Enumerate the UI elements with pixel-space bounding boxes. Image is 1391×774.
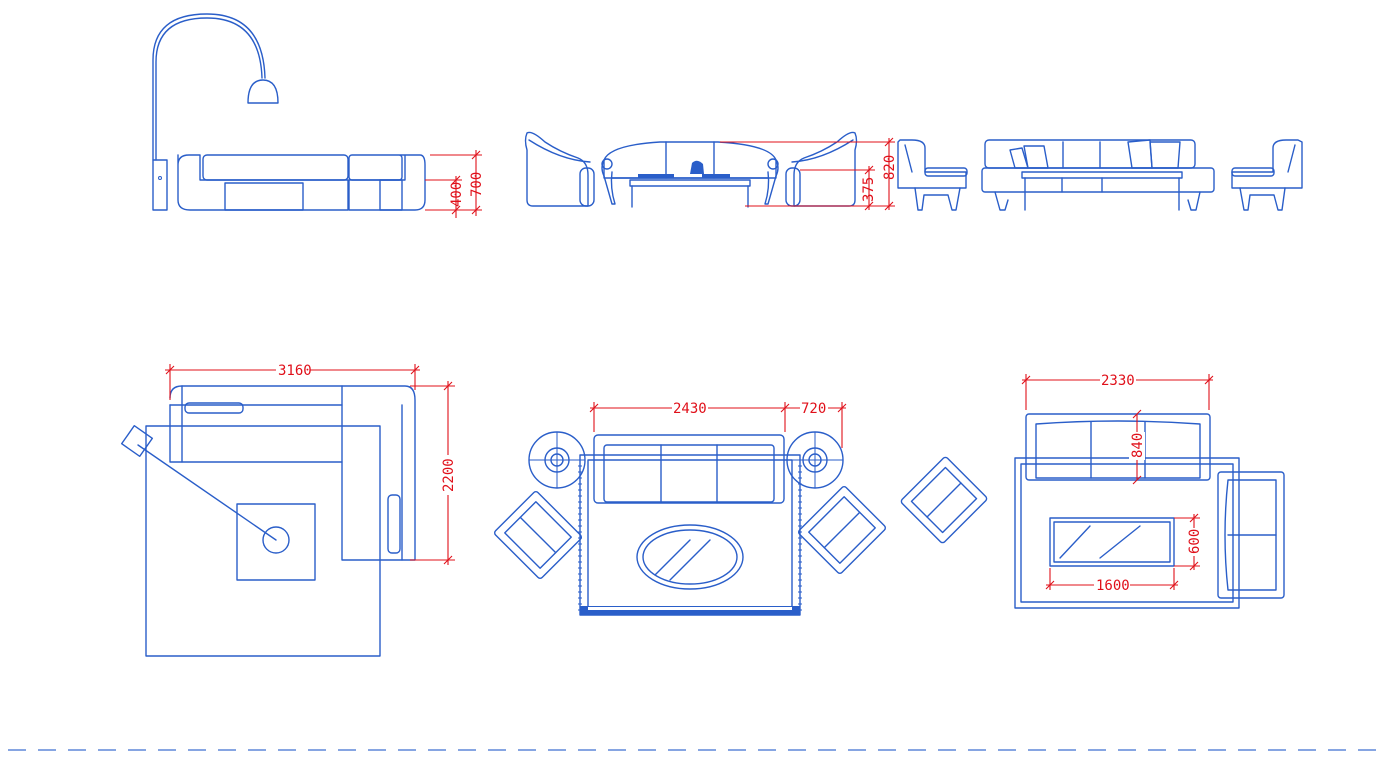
single-armchair-plan bbox=[900, 456, 988, 544]
arc-floor-lamp-elevation bbox=[152, 13, 279, 211]
modern-plan-dimensions: 2330 840 600 1600 bbox=[1021, 372, 1214, 594]
modern-sofa-plan bbox=[1014, 413, 1285, 609]
dim-classic-seat-height: 375 bbox=[861, 177, 877, 202]
dim-classic-sofa-width: 2430 bbox=[673, 401, 707, 417]
dim-armchair-width: 720 bbox=[801, 401, 826, 417]
dim-coffee-table-depth: 600 bbox=[1187, 529, 1203, 554]
dim-modern-sofa-width: 2330 bbox=[1101, 373, 1135, 389]
dim-classic-height: 820 bbox=[882, 155, 898, 180]
sectional-elevation-dimensions: 400 700 bbox=[425, 150, 485, 218]
dim-sectional-width: 3160 bbox=[278, 363, 312, 379]
dim-coffee-table-width: 1600 bbox=[1096, 578, 1130, 594]
sectional-sofa-plan bbox=[120, 385, 416, 657]
sectional-sofa-elevation bbox=[177, 154, 426, 211]
classic-elevation-dimensions: 375 820 bbox=[720, 137, 898, 211]
sectional-plan-dimensions: 3160 2200 bbox=[165, 362, 457, 565]
dim-modern-sofa-depth: 840 bbox=[1130, 433, 1146, 458]
modern-sofa-elevation-group bbox=[897, 139, 1303, 211]
classic-sofa-plan bbox=[493, 431, 887, 616]
dim-sectional-height: 700 bbox=[469, 172, 485, 197]
classic-sofa-elevation-group bbox=[524, 131, 858, 208]
dim-sectional-seat-height: 400 bbox=[449, 182, 465, 207]
dim-sectional-depth: 2200 bbox=[441, 458, 457, 492]
classic-plan-dimensions: 2430 720 bbox=[589, 400, 847, 448]
